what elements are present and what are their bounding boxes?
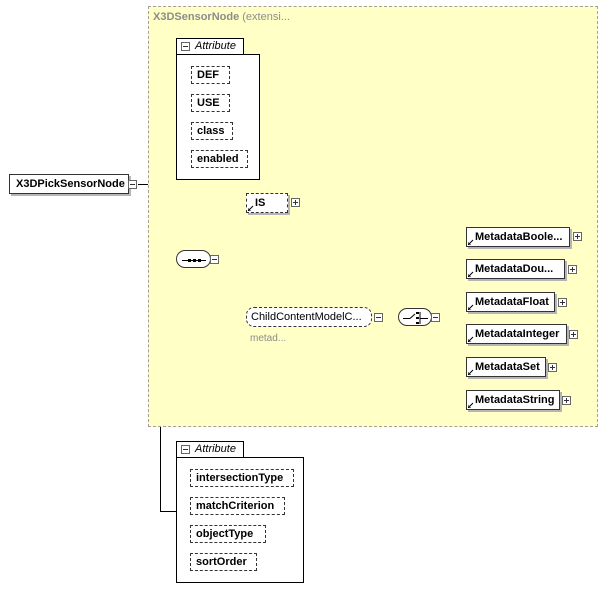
- metadata-double-element[interactable]: MetadataDou...: [466, 259, 565, 279]
- reference-arrow-icon: [468, 271, 474, 277]
- metadata-float-label: MetadataFloat: [475, 296, 549, 308]
- reference-arrow-icon: [248, 205, 254, 211]
- inherited-attributes-collapse-toggle[interactable]: [181, 42, 190, 51]
- attribute-enabled[interactable]: enabled: [191, 150, 248, 168]
- metadata-float-expand-toggle[interactable]: [558, 298, 567, 307]
- sequence-icon: [182, 259, 206, 262]
- metadata-boolean-expand-toggle[interactable]: [573, 232, 582, 241]
- root-element[interactable]: X3DPickSensorNode: [9, 174, 129, 194]
- metadata-set-expand-toggle[interactable]: [548, 363, 557, 372]
- extension-name: X3DSensorNode: [153, 11, 240, 23]
- own-attributes-header-label: Attribute: [195, 443, 236, 455]
- is-element[interactable]: IS: [246, 193, 288, 213]
- metadata-boolean-label: MetadataBoole...: [475, 231, 563, 243]
- child-content-group-label: ChildContentModelC...: [251, 311, 362, 323]
- attribute-intersection-type[interactable]: intersectionType: [190, 469, 294, 487]
- metadata-double-label: MetadataDou...: [475, 263, 554, 275]
- metadata-integer-label: MetadataInteger: [475, 328, 560, 340]
- metadata-float-element[interactable]: MetadataFloat: [466, 292, 555, 312]
- inherited-attributes-group: DEF USE class enabled: [176, 54, 260, 180]
- reference-arrow-icon: [468, 304, 474, 310]
- is-element-label: IS: [255, 197, 266, 209]
- metadata-string-element[interactable]: MetadataString: [466, 390, 560, 410]
- attribute-sort-order-label: sortOrder: [196, 556, 247, 568]
- metadata-boolean-element[interactable]: MetadataBoole...: [466, 227, 570, 247]
- own-attributes-group: intersectionType matchCriterion objectTy…: [176, 457, 304, 583]
- attribute-intersection-type-label: intersectionType: [196, 472, 284, 484]
- metadata-set-element[interactable]: MetadataSet: [466, 357, 546, 377]
- sequence-compositor[interactable]: [176, 250, 211, 268]
- is-expand-toggle[interactable]: [291, 198, 300, 207]
- child-content-group-sublabel-text: metad...: [250, 333, 287, 344]
- attribute-def-label: DEF: [197, 69, 219, 81]
- choice-icon: [403, 312, 428, 324]
- metadata-string-label: MetadataString: [475, 394, 555, 406]
- attribute-enabled-label: enabled: [197, 153, 239, 165]
- attribute-class-label: class: [197, 125, 225, 137]
- own-attributes-header: Attribute: [176, 441, 244, 458]
- choice-compositor[interactable]: [398, 308, 432, 326]
- root-collapse-toggle[interactable]: [128, 180, 137, 189]
- attribute-object-type-label: objectType: [196, 528, 254, 540]
- root-element-label: X3DPickSensorNode: [16, 178, 125, 190]
- reference-arrow-icon: [468, 336, 474, 342]
- metadata-string-expand-toggle[interactable]: [562, 396, 571, 405]
- sequence-collapse-toggle[interactable]: [210, 255, 219, 264]
- attribute-match-criterion[interactable]: matchCriterion: [190, 497, 285, 515]
- extension-suffix: (extensi...: [242, 11, 290, 23]
- attribute-use-label: USE: [197, 97, 220, 109]
- choice-collapse-toggle[interactable]: [431, 313, 440, 322]
- metadata-set-label: MetadataSet: [475, 361, 540, 373]
- inherited-attributes-header-label: Attribute: [195, 40, 236, 52]
- attribute-def[interactable]: DEF: [191, 66, 230, 84]
- attribute-match-criterion-label: matchCriterion: [196, 500, 275, 512]
- attribute-sort-order[interactable]: sortOrder: [190, 553, 257, 571]
- inherited-attributes-header: Attribute: [176, 38, 244, 55]
- extension-title: X3DSensorNode (extensi...: [153, 11, 290, 23]
- metadata-integer-element[interactable]: MetadataInteger: [466, 324, 567, 344]
- attribute-object-type[interactable]: objectType: [190, 525, 266, 543]
- metadata-integer-expand-toggle[interactable]: [569, 330, 578, 339]
- child-content-group[interactable]: ChildContentModelC...: [246, 307, 372, 327]
- metadata-double-expand-toggle[interactable]: [568, 265, 577, 274]
- child-content-group-collapse-toggle[interactable]: [374, 313, 383, 322]
- reference-arrow-icon: [468, 239, 474, 245]
- own-attributes-collapse-toggle[interactable]: [181, 445, 190, 454]
- reference-arrow-icon: [468, 402, 474, 408]
- attribute-use[interactable]: USE: [191, 94, 230, 112]
- attribute-class[interactable]: class: [191, 122, 233, 140]
- child-content-group-sublabel: metad...: [250, 333, 286, 344]
- reference-arrow-icon: [468, 369, 474, 375]
